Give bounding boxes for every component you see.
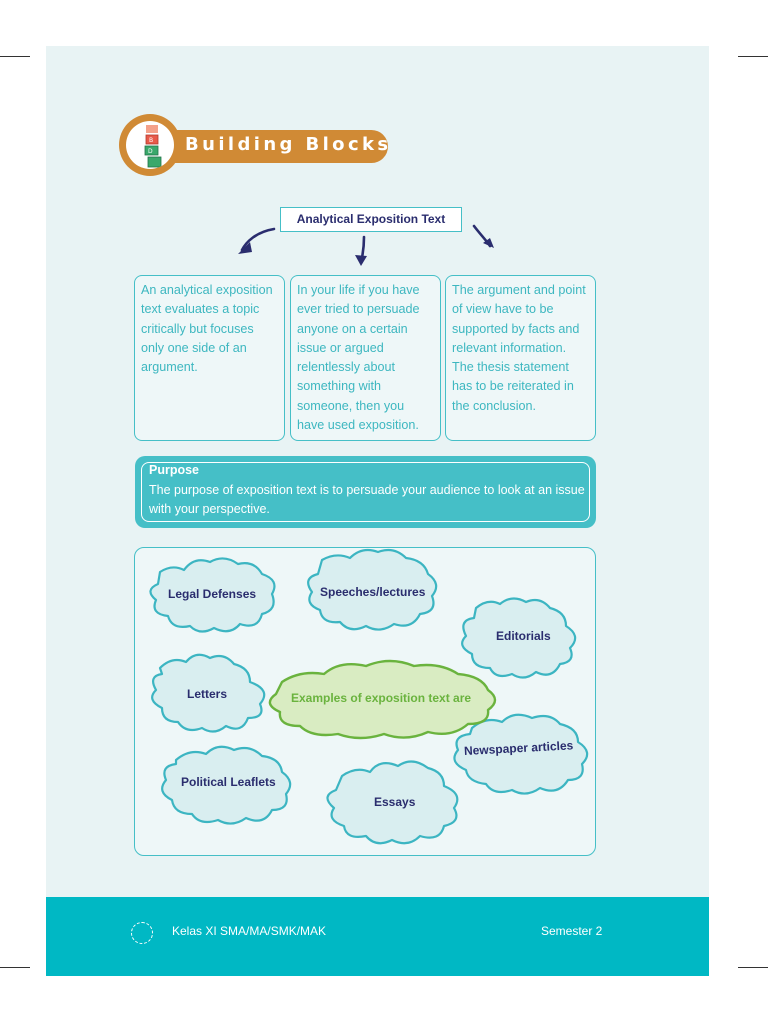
example-political-leaflets: Political Leaflets [181,775,276,789]
concept-column-3: The argument and point of view have to b… [445,275,596,441]
svg-text:B: B [149,137,153,144]
blob-letters [151,653,266,733]
page-number-circle [131,922,153,944]
purpose-box [135,456,596,528]
arrow-left-icon [240,227,276,252]
example-essays: Essays [374,795,416,809]
svg-text:D: D [148,148,153,155]
examples-center-label: Examples of exposition text are [291,691,472,705]
crop-mark [738,56,768,57]
crop-mark [738,967,768,968]
section-banner [150,130,388,163]
purpose-inner-frame [141,462,590,522]
example-editorials: Editorials [496,629,551,643]
crop-mark [0,967,30,968]
blob-speeches [307,548,438,631]
blocks-icon: B D [126,121,174,169]
footer-semester: Semester 2 [541,924,603,938]
concept-heading: Analytical Exposition Text [280,207,462,232]
blob-center [268,659,497,740]
purpose-text: The purpose of exposition text is to per… [149,483,585,516]
concept-column-2: In your life if you have ever tried to p… [290,275,441,441]
example-legal-defenses: Legal Defenses [168,587,257,601]
blob-editorials [461,597,577,679]
section-title: Building Blocks [185,134,392,155]
blob-newspaper [453,713,589,795]
footer-bar [46,897,709,976]
blob-political [161,745,292,825]
concept-column-1: An analytical exposition text evaluates … [134,275,285,441]
blob-essays [326,760,459,845]
footer-book-title: Kelas XI SMA/MA/SMK/MAK [172,924,327,938]
purpose-title: Purpose [149,463,200,477]
concept-arrows [238,224,494,266]
example-speeches-lectures: Speeches/lectures [320,585,426,599]
blob-legal-defenses [149,557,276,633]
example-letters: Letters [187,687,228,701]
crop-mark [0,56,30,57]
